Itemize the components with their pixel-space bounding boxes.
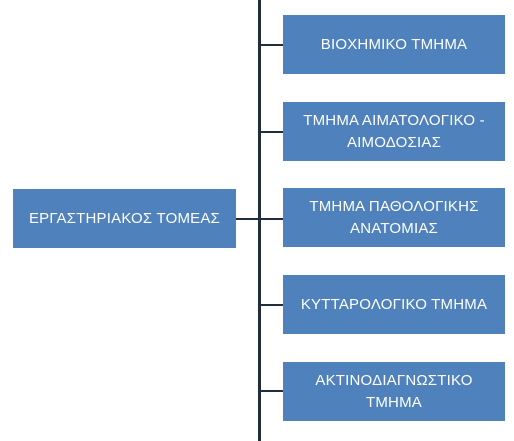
branch-connector-3 — [259, 218, 283, 220]
branch-connector-1 — [259, 44, 283, 46]
child-node-2-label: ΤΜΗΜΑ ΑΙΜΑΤΟΛΟΓΙΚΟ - ΑΙΜΟΔΟΣΙΑΣ — [303, 111, 485, 151]
child-node-3: ΤΜΗΜΑ ΠΑΘΟΛΟΓΙΚΗΣ ΑΝΑΤΟΜΙΑΣ — [283, 188, 505, 247]
vertical-connector — [258, 0, 261, 441]
child-node-1: ΒΙΟΧΗΜΙΚΟ ΤΜΗΜΑ — [283, 15, 505, 74]
branch-connector-2 — [259, 131, 283, 133]
child-node-3-label: ΤΜΗΜΑ ΠΑΘΟΛΟΓΙΚΗΣ ΑΝΑΤΟΜΙΑΣ — [309, 197, 479, 237]
root-connector — [236, 218, 260, 220]
child-node-2: ΤΜΗΜΑ ΑΙΜΑΤΟΛΟΓΙΚΟ - ΑΙΜΟΔΟΣΙΑΣ — [283, 102, 505, 161]
child-node-5-label: ΑΚΤΙΝΟΔΙΑΓΝΩΣΤΙΚΟ ΤΜΗΜΑ — [315, 371, 473, 411]
root-node-label: ΕΡΓΑΣΤΗΡΙΑΚΟΣ ΤΟΜΕΑΣ — [28, 209, 221, 227]
child-node-5: ΑΚΤΙΝΟΔΙΑΓΝΩΣΤΙΚΟ ΤΜΗΜΑ — [283, 362, 505, 421]
child-node-1-label: ΒΙΟΧΗΜΙΚΟ ΤΜΗΜΑ — [320, 35, 468, 53]
root-node: ΕΡΓΑΣΤΗΡΙΑΚΟΣ ΤΟΜΕΑΣ — [13, 189, 236, 248]
branch-connector-4 — [259, 304, 283, 306]
child-node-4: ΚΥΤΤΑΡΟΛΟΓΙΚΟ ΤΜΗΜΑ — [283, 275, 505, 334]
child-node-4-label: ΚΥΤΤΑΡΟΛΟΓΙΚΟ ΤΜΗΜΑ — [300, 295, 488, 313]
branch-connector-5 — [259, 390, 283, 392]
